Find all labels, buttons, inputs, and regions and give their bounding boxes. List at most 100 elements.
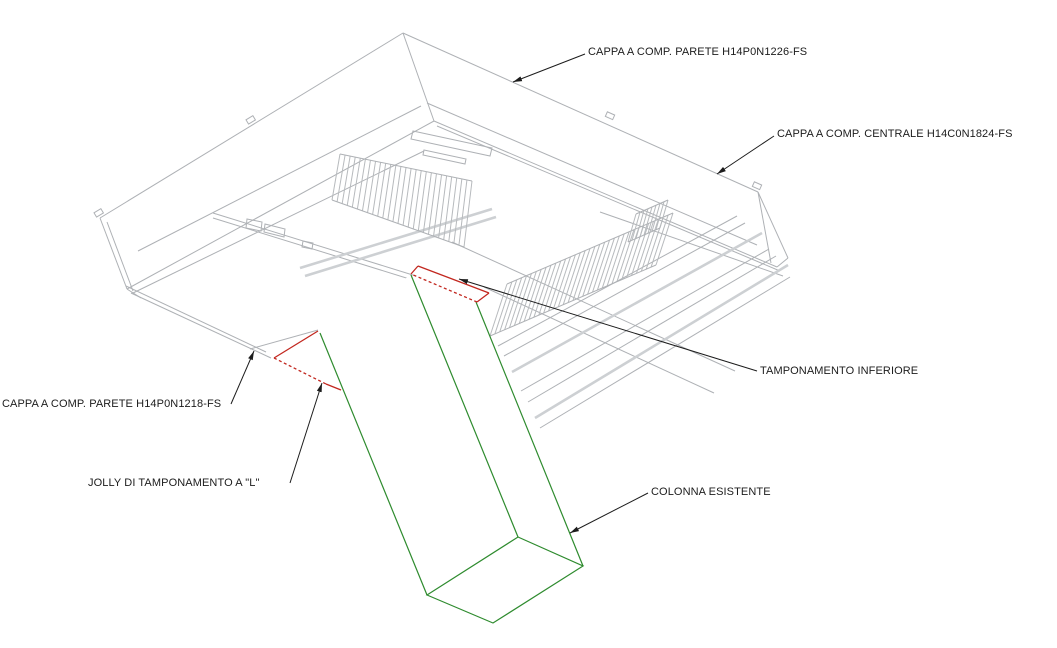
- filter-hatch-line: [523, 269, 542, 322]
- hood-detail-panel: [422, 149, 467, 165]
- filter-hatch-line: [601, 235, 620, 289]
- filter-hatch-line: [606, 233, 625, 287]
- leader-line: [716, 135, 775, 175]
- column-edge: [475, 301, 584, 567]
- filter-hatch-line: [463, 180, 473, 248]
- hood-structure-line: [757, 191, 789, 259]
- hood-structure-line: [527, 255, 777, 403]
- filter-hatch-line: [331, 153, 341, 201]
- jolly-outline: [325, 383, 342, 391]
- filter-hatch-line: [377, 163, 387, 217]
- filter-hatch-line: [402, 168, 412, 226]
- filter-hatch-line: [494, 281, 513, 335]
- filter-hatch-line: [582, 244, 601, 297]
- filter-hatch-line: [412, 170, 422, 229]
- column-edge: [410, 274, 519, 538]
- filter-hatch-line: [509, 275, 528, 328]
- filter-hatch-line: [635, 221, 654, 274]
- hood-structure-line: [402, 32, 435, 122]
- filter-hatch-line: [592, 239, 611, 293]
- jolly-outline-hidden: [273, 357, 327, 385]
- filter-hatch-line: [361, 160, 371, 211]
- filter-hatch-line: [572, 248, 591, 301]
- filter-hatch-line: [499, 279, 518, 332]
- hood-seam-tab: [93, 207, 105, 218]
- label-jolly-tamponamento: JOLLY DI TAMPONAMENTO A "L": [88, 477, 260, 489]
- hood-structure-line: [126, 120, 435, 290]
- hood-structure-line: [212, 217, 417, 282]
- leader-line: [230, 350, 255, 405]
- filter-hatch-line: [356, 159, 366, 210]
- filter-hatch-line: [643, 206, 653, 236]
- label-cappa-parete-1226: CAPPA A COMP. PARETE H14P0N1226-FS: [588, 46, 808, 58]
- filter-hatch-line: [336, 154, 346, 202]
- filter-band-edge: [627, 227, 661, 243]
- filter-hatch-line: [627, 213, 637, 243]
- tamponamento-inferiore-outline: [410, 265, 419, 275]
- hood-structure-line: [426, 102, 758, 246]
- hood-detail-panel: [410, 130, 493, 157]
- filter-hatch-line: [443, 176, 453, 240]
- tamponamento-inferiore-outline: [476, 292, 490, 303]
- filter-hatch-line: [596, 237, 615, 291]
- filter-hatch-line: [458, 179, 468, 246]
- filter-hatch-line: [557, 254, 576, 307]
- hood-structure-line: [776, 257, 789, 268]
- filter-hatch-line: [655, 212, 674, 266]
- hood-channel-line: [299, 207, 493, 270]
- filter-hatch-line: [640, 219, 659, 272]
- hood-structure-line: [599, 211, 784, 277]
- leader-line: [458, 278, 758, 372]
- leader-line: [569, 492, 649, 534]
- filter-hatch-line: [489, 283, 508, 337]
- filter-hatch-line: [533, 265, 552, 318]
- hood-seam-tab: [604, 111, 616, 121]
- filter-hatch-line: [659, 199, 669, 229]
- hood-structure-line: [402, 32, 759, 193]
- filter-hatch-line: [438, 175, 448, 239]
- filter-hatch-line: [422, 172, 432, 233]
- filter-hatch-line: [407, 169, 417, 228]
- filter-band-edge: [489, 264, 657, 337]
- hood-detail-panel: [263, 223, 286, 238]
- filter-hatch-line: [382, 164, 392, 219]
- hood-structure-line: [436, 125, 781, 272]
- column-occluder: [320, 275, 583, 623]
- filter-band-edge: [635, 199, 669, 215]
- filter-hatch-line: [562, 252, 581, 305]
- hood-seam-tab: [751, 181, 763, 191]
- filter-hatch-line: [587, 242, 606, 295]
- leader-line: [512, 53, 586, 83]
- leader-line: [289, 382, 323, 484]
- hood-structure-line: [99, 32, 404, 219]
- hood-structure-line: [137, 105, 422, 252]
- filter-band-edge: [331, 199, 465, 248]
- filter-hatch-line: [372, 162, 382, 215]
- filter-hatch-line: [655, 201, 665, 230]
- filter-hatch-line: [351, 158, 361, 208]
- hood-structure-line: [130, 292, 272, 359]
- hood-structure-line: [539, 276, 791, 429]
- filter-hatch-line: [650, 214, 669, 268]
- label-tamponamento-inferiore: TAMPONAMENTO INFERIORE: [760, 365, 919, 377]
- filter-hatch-line: [635, 210, 645, 239]
- hood-detail-panel: [301, 240, 314, 250]
- filter-hatch-line: [577, 246, 596, 299]
- hood-detail-panel: [245, 218, 263, 232]
- filter-hatch-line: [611, 231, 630, 284]
- filter-hatch-line: [616, 229, 635, 282]
- filter-hatch-line: [433, 174, 443, 237]
- filter-hatch-line: [392, 166, 402, 222]
- filter-hatch-line: [528, 267, 547, 320]
- hood-structure-line: [132, 150, 425, 294]
- filter-hatch-line: [631, 223, 650, 276]
- hood-structure-line: [520, 248, 770, 392]
- tamponamento-inferiore-outline: [417, 265, 490, 294]
- hood-structure-line: [503, 222, 746, 357]
- filter-hatch-line: [453, 178, 463, 244]
- filter-hatch-line: [513, 273, 532, 326]
- jolly-outline: [273, 330, 319, 359]
- filter-hatch-line: [504, 277, 523, 330]
- filter-hatch-line: [387, 165, 397, 220]
